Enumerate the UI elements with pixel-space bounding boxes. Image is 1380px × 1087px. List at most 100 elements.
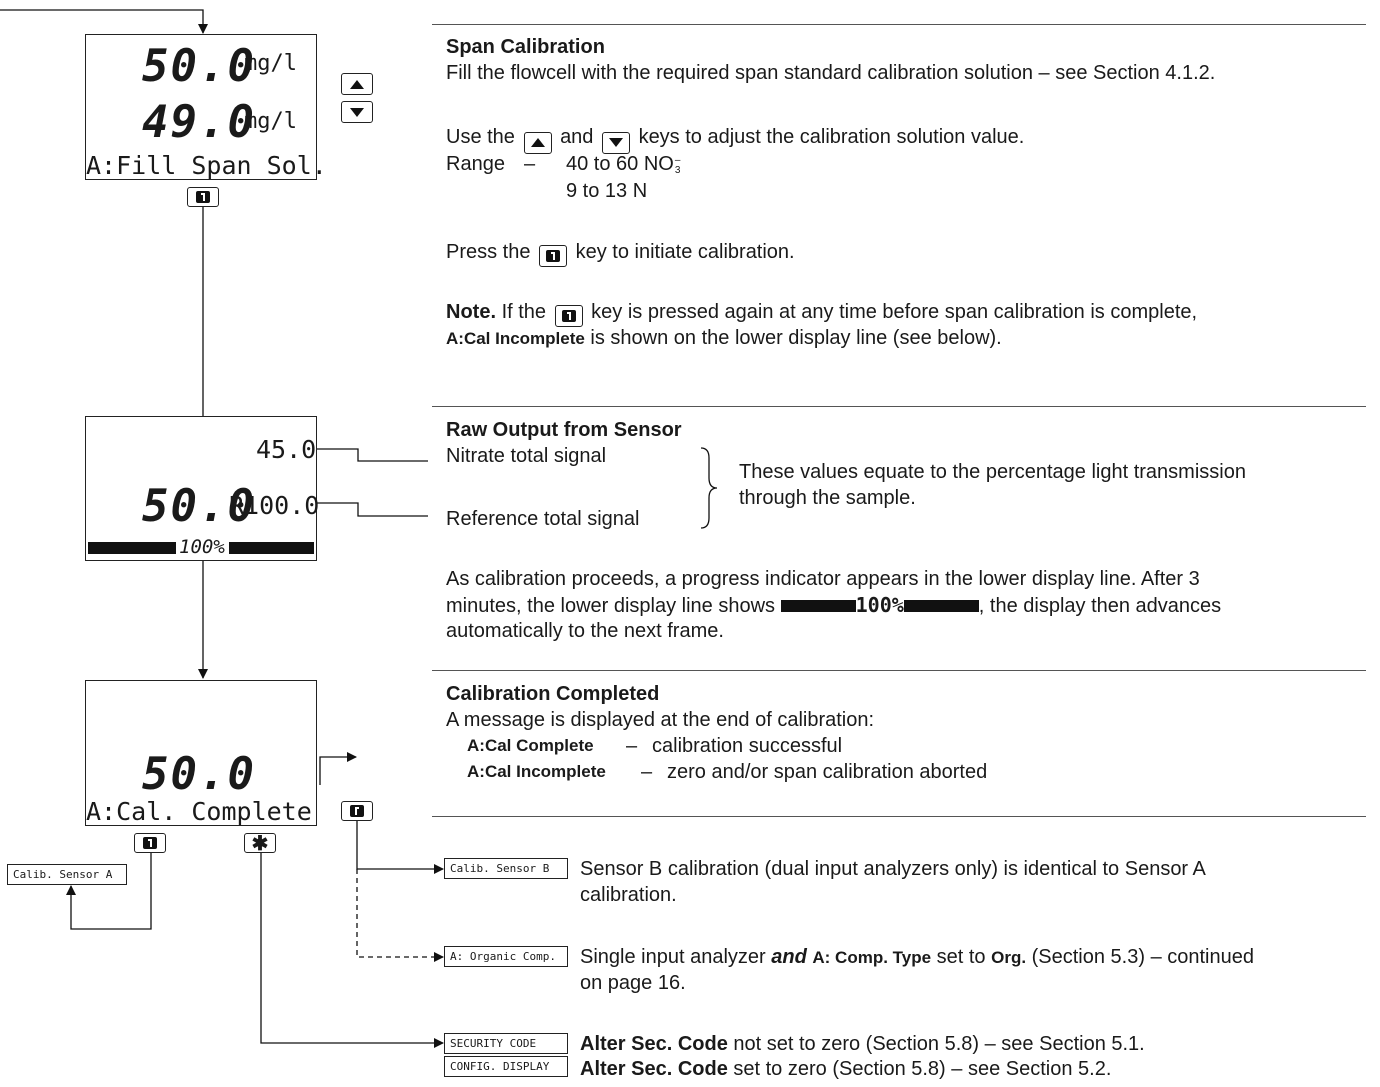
separator	[432, 24, 1366, 25]
span-display-line-3: A:Fill Span Sol.	[86, 151, 327, 180]
raw-p-b: minutes, the lower display line shows	[446, 595, 776, 617]
arrow-to-security	[260, 853, 444, 1048]
span-paragraph-1: Fill the flowcell with the required span…	[446, 62, 1216, 84]
config-bold: Alter Sec. Code	[580, 1058, 728, 1080]
span-paragraph-3: Press the key to initiate calibration.	[446, 239, 795, 267]
organic-text-2: on page 16.	[580, 972, 686, 994]
span-display: 50.0 mg/l 49.0 mg/l A:Fill Span Sol.	[85, 34, 327, 180]
up-arrow-icon	[530, 138, 545, 147]
cal-complete-key: A:Cal Complete	[467, 736, 594, 755]
arrow-to-organic	[356, 869, 444, 962]
calib-sensor-b-label: Calib. Sensor B	[444, 858, 568, 879]
progress-fill-left	[88, 542, 176, 554]
cal-incomplete-key: A:Cal Incomplete	[467, 762, 606, 781]
nitrate-signal-label: Nitrate total signal	[446, 445, 607, 467]
complete-paragraph: A message is displayed at the end of cal…	[446, 709, 875, 731]
span-display-unit-2: mg/l	[244, 109, 297, 134]
span-p2-c: keys to adjust the calibration solution …	[638, 126, 1025, 148]
span-note-2: A:Cal Incomplete is shown on the lower d…	[446, 325, 1002, 352]
note-c-bold: A:Cal Incomplete	[446, 329, 585, 348]
enter-icon	[196, 191, 210, 203]
nitrate-charge: –3	[674, 155, 684, 176]
note-c: is shown on the lower display line (see …	[590, 327, 1002, 349]
raw-display-line-1: 45.0	[256, 435, 317, 464]
organic-comp-label: A: Organic Comp.	[444, 946, 568, 967]
cal-incomplete-desc: zero and/or span calibration aborted	[667, 761, 988, 783]
down-arrow-key-inline	[602, 131, 630, 154]
note-label: Note.	[446, 301, 496, 323]
organic-text: Single input analyzer and A: Comp. Type …	[580, 944, 1254, 971]
raw-paragraph-a: As calibration proceeds, a progress indi…	[446, 568, 1200, 590]
enter-key-inline	[554, 305, 583, 327]
range-value-2: 9 to 13 N	[566, 180, 648, 202]
calib-sensor-a-label: Calib. Sensor A	[7, 864, 127, 885]
enter-icon	[546, 250, 561, 262]
organic-e: (Section 5.3) – continued	[1031, 946, 1254, 968]
arrow-to-calib-a	[66, 853, 152, 930]
raw-display-value: 50.0	[142, 481, 256, 532]
inline-progress-left	[780, 600, 856, 612]
return-key[interactable]	[341, 801, 373, 821]
security-rest: not set to zero (Section 5.8) – see Sect…	[733, 1033, 1145, 1055]
entry-arrow	[0, 9, 208, 34]
span-display-value-2: 49.0	[142, 97, 256, 148]
config-display-label: CONFIG. DISPLAY	[444, 1056, 568, 1077]
security-text: Alter Sec. Code not set to zero (Section…	[580, 1031, 1145, 1057]
organic-c: set to	[936, 946, 986, 968]
equate-line-2: through the sample.	[739, 487, 916, 509]
raw-display-progress: 100%	[88, 538, 314, 558]
span-p3-b: key to initiate calibration.	[575, 241, 795, 263]
up-arrow-icon	[350, 79, 364, 89]
span-display-unit-1: mg/l	[244, 51, 297, 76]
leader-reference	[315, 502, 428, 517]
span-note: Note. If the key is pressed again at any…	[446, 299, 1366, 327]
enter-key[interactable]	[187, 187, 219, 207]
cal-complete-dash: –	[626, 735, 638, 757]
star-icon: ✱	[251, 832, 269, 855]
raw-paragraph-c: automatically to the next frame.	[446, 620, 724, 642]
config-rest: set to zero (Section 5.8) – see Section …	[733, 1058, 1112, 1080]
nitrate-sub: 3	[674, 165, 681, 176]
range-1-text: 40 to 60 NO	[566, 153, 674, 175]
arrow-to-return-key	[319, 752, 357, 785]
sensor-b-text-a: Sensor B calibration (dual input analyze…	[580, 858, 1206, 880]
raw-paragraph-b: minutes, the lower display line shows 10…	[446, 592, 1221, 619]
down-arrow-icon	[609, 138, 623, 147]
progress-percent: 100%	[179, 536, 225, 558]
range-dash: –	[524, 153, 536, 175]
complete-display: 50.0 A:Cal. Complete	[85, 680, 317, 826]
raw-display-ref: R100.0	[229, 491, 320, 520]
inline-progress-text: 100%	[855, 593, 904, 617]
separator	[432, 406, 1366, 407]
span-p2-b: and	[560, 126, 594, 148]
organic-d: Org.	[991, 948, 1027, 967]
progress-fill-right	[229, 542, 314, 554]
organic-and: and	[771, 946, 807, 968]
enter-icon	[561, 310, 576, 322]
arrow-to-calib-b	[356, 820, 444, 874]
complete-display-line-3: A:Cal. Complete	[86, 797, 312, 826]
enter-key[interactable]	[134, 833, 166, 853]
brace	[700, 447, 718, 529]
inline-progress-right	[903, 600, 979, 612]
range-value-1: 40 to 60 NO–3	[566, 151, 684, 177]
span-p2-a: Use the	[446, 126, 515, 148]
config-text: Alter Sec. Code set to zero (Section 5.8…	[580, 1056, 1111, 1082]
reference-signal-label: Reference total signal	[446, 508, 640, 530]
span-display-value-1: 50.0	[142, 41, 256, 92]
nitrate-sup: –	[674, 155, 681, 166]
organic-a: Single input analyzer	[580, 946, 766, 968]
note-b: key is pressed again at any time before …	[591, 301, 1198, 323]
raw-heading: Raw Output from Sensor	[446, 419, 682, 441]
down-arrow-icon	[350, 107, 364, 117]
enter-icon	[143, 837, 157, 849]
sensor-b-text-b: calibration.	[580, 884, 677, 906]
span-heading: Span Calibration	[446, 36, 605, 58]
up-arrow-key[interactable]	[341, 73, 373, 95]
raw-p-b2: , the display then advances	[978, 595, 1222, 617]
equate-line-1: These values equate to the percentage li…	[739, 461, 1246, 483]
return-icon	[350, 805, 364, 817]
star-key[interactable]: ✱	[244, 832, 276, 855]
up-arrow-key-inline	[523, 131, 552, 154]
down-arrow-key[interactable]	[341, 101, 373, 123]
